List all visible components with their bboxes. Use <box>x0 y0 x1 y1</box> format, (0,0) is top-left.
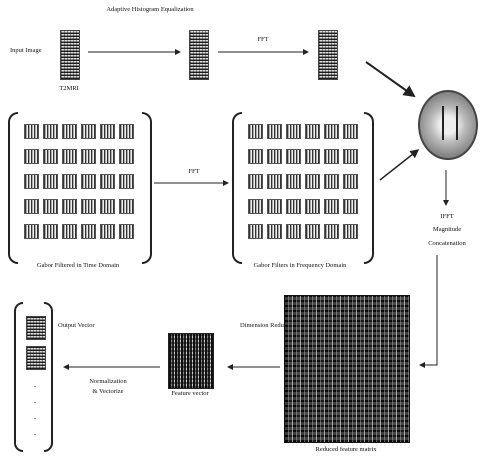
magnitude-label: Magnitude <box>433 226 461 233</box>
filter-tile <box>286 174 301 189</box>
vector-entry-2 <box>26 346 46 370</box>
filter-tile <box>24 224 39 239</box>
filter-tile <box>324 224 339 239</box>
filter-tile <box>62 174 77 189</box>
vector-dot-4: . <box>34 428 36 438</box>
filter-tile <box>286 224 301 239</box>
filter-tile <box>343 224 358 239</box>
brain-image <box>418 90 478 160</box>
filter-tile <box>343 124 358 139</box>
small-caption: Feature vector <box>171 390 208 397</box>
fft-top-label: FFT <box>257 36 268 43</box>
arrow-filters-to-brain <box>380 150 418 180</box>
filter-tile <box>343 199 358 214</box>
fft-image <box>318 30 338 80</box>
filter-tile <box>286 199 301 214</box>
filter-tile <box>248 124 263 139</box>
filter-tile <box>248 224 263 239</box>
filter-tile <box>248 149 263 164</box>
filter-tile <box>81 174 96 189</box>
filter-tile <box>24 174 39 189</box>
filter-tile <box>248 174 263 189</box>
filter-tile <box>267 199 282 214</box>
left-bracket-open <box>8 112 18 264</box>
filter-tile <box>286 149 301 164</box>
input-image-label: Input Image <box>10 47 42 54</box>
right-bracket-close <box>364 112 374 264</box>
filter-tile <box>267 149 282 164</box>
vector-bracket-open <box>14 302 23 452</box>
input-name-label: T2MRI <box>59 85 79 92</box>
input-mri-image <box>60 30 80 80</box>
filter-tile <box>119 199 134 214</box>
filter-tile <box>119 149 134 164</box>
filter-tile <box>343 149 358 164</box>
filter-tile <box>286 124 301 139</box>
filter-tile <box>43 224 58 239</box>
filter-tile <box>305 149 320 164</box>
filter-tile <box>43 124 58 139</box>
filter-tile <box>81 149 96 164</box>
filter-tile <box>43 199 58 214</box>
right-group-label: Gabor Filters in Frequency Domain <box>254 262 347 269</box>
reduced-feature-image <box>168 333 214 389</box>
filter-tile <box>119 224 134 239</box>
ifft-label: IFFT <box>440 213 453 220</box>
filter-tile <box>62 149 77 164</box>
filter-tile <box>43 149 58 164</box>
filter-tile <box>324 149 339 164</box>
filter-tile <box>119 124 134 139</box>
normalization-label: Normalization <box>89 378 127 385</box>
filter-tile <box>81 199 96 214</box>
arrow-to-dr <box>420 255 437 365</box>
ahe-label: Adaptive Histogram Equalization <box>106 6 193 13</box>
filter-tile <box>305 124 320 139</box>
filter-tile <box>324 174 339 189</box>
equalized-image <box>189 30 209 80</box>
vector-dot-2: . <box>34 396 36 406</box>
concatenated-feature-image <box>284 295 410 443</box>
filter-tile <box>100 174 115 189</box>
left-group-label: Gabor Filtered in Time Domain <box>37 262 119 269</box>
filter-tile <box>119 174 134 189</box>
filter-tile <box>305 224 320 239</box>
arrow-to-brain <box>366 62 414 96</box>
vectorize-label: & Vectorize <box>92 388 123 395</box>
output-vector-label: Output Vector <box>58 322 95 329</box>
filter-tile <box>324 199 339 214</box>
dr-caption: Reduced feature matrix <box>316 446 377 453</box>
filter-tile <box>305 199 320 214</box>
filter-tile <box>267 124 282 139</box>
filter-tile <box>81 124 96 139</box>
filter-tile <box>24 149 39 164</box>
filter-tile <box>100 199 115 214</box>
filter-tile <box>324 124 339 139</box>
vector-entry-1 <box>26 316 46 340</box>
left-bracket-close <box>142 112 152 264</box>
filter-tile <box>43 174 58 189</box>
filter-tile <box>343 174 358 189</box>
filter-tile <box>62 224 77 239</box>
filter-tile <box>81 224 96 239</box>
filter-tile <box>62 199 77 214</box>
vector-dot-3: . <box>34 412 36 422</box>
filter-tile <box>267 174 282 189</box>
filter-tile <box>100 124 115 139</box>
right-bracket-open <box>232 112 242 264</box>
filter-tile <box>248 199 263 214</box>
filter-tile <box>267 224 282 239</box>
filter-tile <box>62 124 77 139</box>
concatenation-label: Concatenation <box>428 240 466 247</box>
filter-tile <box>24 199 39 214</box>
filter-tile <box>100 149 115 164</box>
fft-middle-label: FFT <box>188 168 199 175</box>
filter-tile <box>305 174 320 189</box>
filter-tile <box>24 124 39 139</box>
vector-dot-1: . <box>34 380 36 390</box>
filter-tile <box>100 224 115 239</box>
